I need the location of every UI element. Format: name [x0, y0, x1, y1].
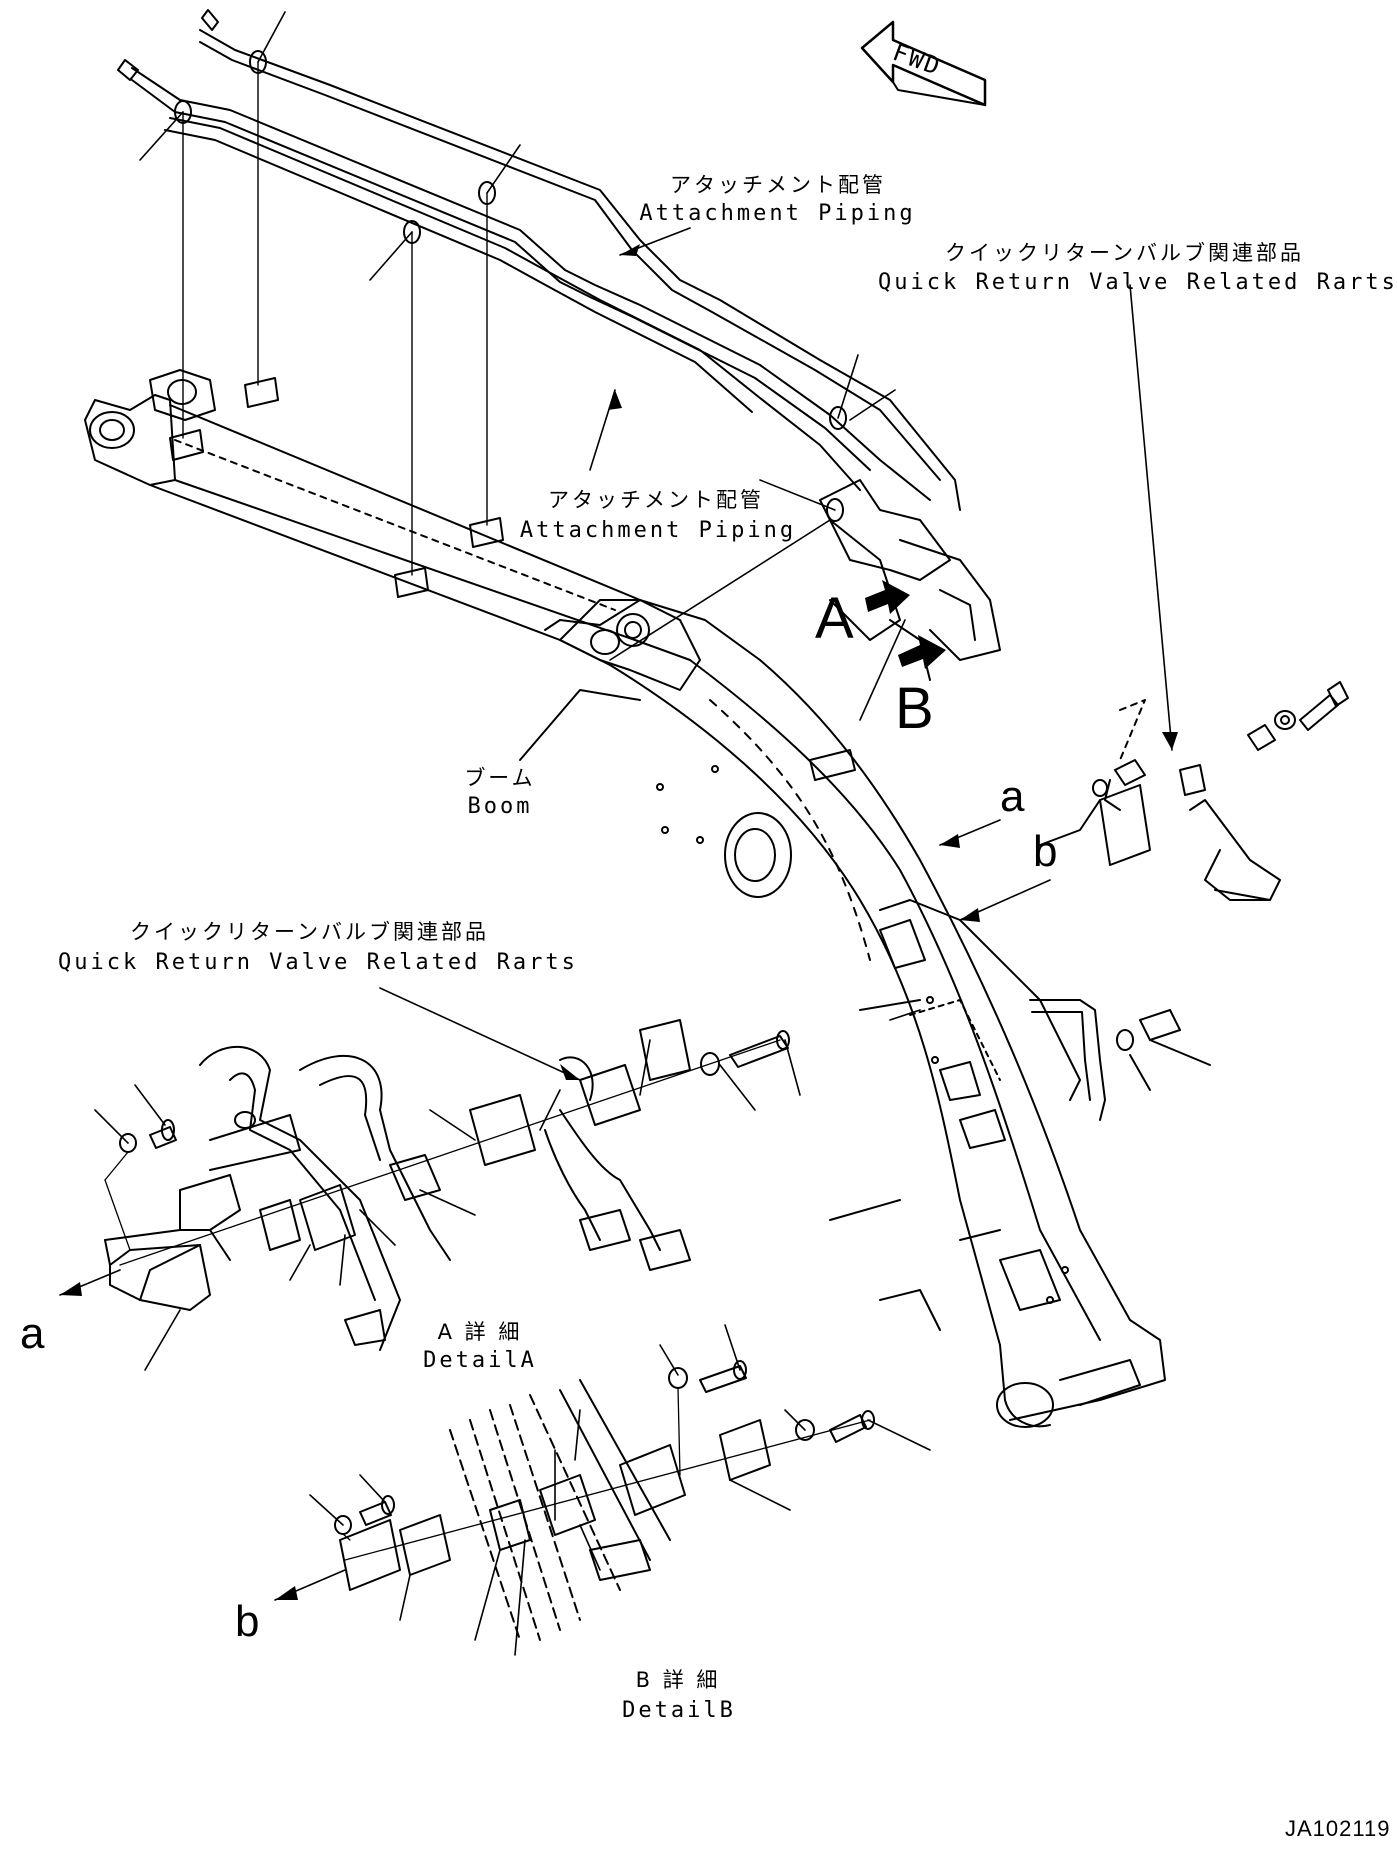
detail-a-arrowheads [60, 1064, 580, 1296]
piping-clamps [169, 50, 856, 781]
attachment-piping-lines [117, 9, 1001, 681]
fwd-arrow-icon [860, 20, 987, 107]
detail-a-drawing [104, 1019, 790, 1351]
detail-a-en-label: DetailA [423, 1348, 537, 1373]
ref-a-upper-label: a [1000, 772, 1025, 821]
boom-en-label: Boom [467, 794, 533, 819]
view-b-label: B [895, 676, 934, 741]
quick-return-left-jp: クイックリターンバルブ関連部品 [130, 920, 489, 944]
quick-return-left-en: Quick Return Valve Related Rarts [58, 950, 578, 975]
attachment-piping-lower-jp: アタッチメント配管 [548, 488, 764, 512]
detail-b-en-label: DetailB [622, 1698, 736, 1723]
drawing-code: JA102119 [1285, 1816, 1391, 1841]
detail-b-jp-label: B 詳 細 [635, 1668, 721, 1692]
view-arrows [865, 580, 946, 669]
detail-b-drawing [334, 1360, 875, 1641]
attachment-piping-lower-en: Attachment Piping [519, 518, 797, 543]
quick-return-right-jp: クイックリターンバルブ関連部品 [945, 241, 1304, 265]
quick-return-right-en: Quick Return Valve Related Rarts [878, 270, 1397, 295]
attachment-piping-upper-en: Attachment Piping [639, 201, 916, 226]
detail-a-leaders [59, 987, 801, 1371]
attachment-piping-upper-jp: アタッチメント配管 [670, 173, 886, 197]
attach-lines [182, 61, 488, 576]
ref-a-lower-label: a [20, 1309, 45, 1358]
leader-arrowheads [608, 244, 1178, 922]
detail-b-arrowheads [275, 1586, 298, 1600]
ref-b-upper-label: b [1033, 827, 1058, 876]
quick-return-parts-right [1029, 681, 1349, 1121]
detail-a-jp-label: A 詳 細 [437, 1320, 523, 1344]
boom-structure [84, 369, 1166, 1428]
detail-b-leaders [274, 1324, 931, 1656]
boom-jp-label: ブーム [464, 766, 536, 790]
leader-lines [139, 11, 1173, 1021]
ref-b-lower-label: b [235, 1597, 260, 1646]
view-a-label: A [815, 586, 854, 651]
